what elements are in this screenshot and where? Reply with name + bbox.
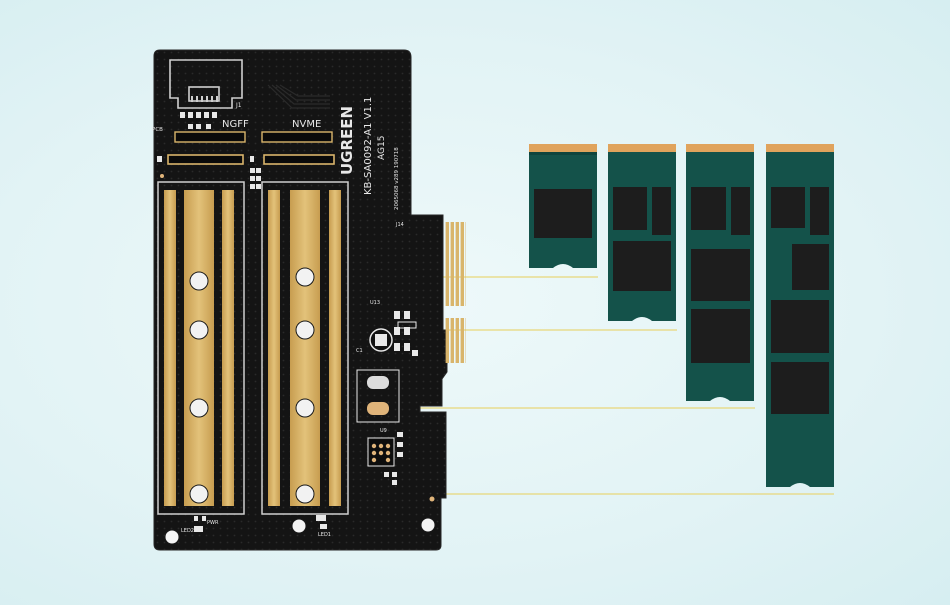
connector-latches [157,156,261,189]
ssd-chip [652,187,671,235]
model-silkscreen-group: KB-SA0092-A1 V1.1 [363,97,374,195]
label-pwr: PWR [207,520,219,526]
date-code-silkscreen: 2065068 v289 190718 [394,147,400,210]
mounting-holes [164,517,436,545]
label-j1: J1 [235,102,242,109]
voltage-regulator [394,311,418,356]
brand-silkscreen: UGREEN [338,106,356,175]
bridge-chip [367,432,403,485]
electrolytic-capacitor [369,328,393,352]
ssd-chip [771,362,829,414]
status-leds [194,515,327,532]
label-c1: C1 [356,348,363,354]
date-code-group: 2065068 v289 190718 [394,147,400,210]
ssd-chip [731,187,750,235]
m2-bay-nvme [261,181,349,515]
code-silkscreen-group: AG15 [377,136,387,160]
label-led1: LED1 [318,532,331,538]
ssd-chip [613,241,671,291]
slot-label-nvme: NVME [292,119,321,130]
sata-connector [169,59,243,109]
pcb-traces [267,84,330,109]
label-j14: J14 [395,222,404,228]
label-u9: U9 [380,428,387,434]
ssd-chip [792,244,829,290]
sata-pins [191,96,218,102]
m2-bay-ngff [157,181,245,515]
pcie-adapter-card: J1 PCB NGFF NVME [152,49,466,551]
ssd-chip [771,187,805,228]
label-led2: LED2 [181,528,194,534]
ssd-chip [810,187,829,235]
model-silkscreen: KB-SA0092-A1 V1.1 [363,97,374,195]
ssd-module-2280 [766,144,834,487]
ssd-chip [691,187,726,230]
ssd-chip [613,187,647,230]
m2-connector-ngff [167,131,246,165]
label-pcb-ref: PCB [152,127,163,133]
controller-chip [356,369,400,423]
slot-label-ngff: NGFF [222,119,249,130]
brand-logo-text: UGREEN [338,106,356,175]
ssd-chip [691,309,750,363]
corner-markers [160,174,435,502]
ssd-chip [771,300,829,353]
ssd-chip [691,249,750,301]
pcie-gold-fingers [444,222,466,363]
code-silkscreen: AG15 [377,136,387,160]
ssd-module-2230 [529,144,597,268]
m2-connector-nvme [261,131,335,165]
label-u13: U13 [370,300,380,306]
ssd-module-2260 [686,144,754,401]
smd-components [180,112,217,129]
standoff-holes-nvme [295,267,315,504]
standoff-holes-ngff [189,271,209,504]
ssd-module-2242 [608,144,676,321]
ssd-chip [534,189,592,238]
